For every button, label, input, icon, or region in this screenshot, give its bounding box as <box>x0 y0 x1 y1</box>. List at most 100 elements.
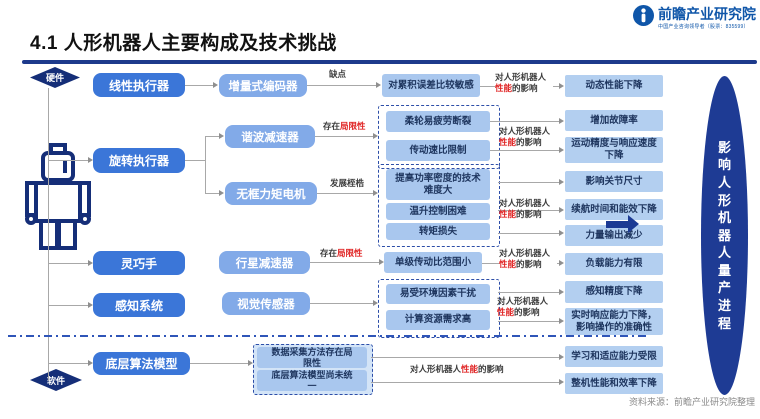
logo-name: 前瞻产业研究院 <box>658 5 756 22</box>
arrowhead <box>559 260 564 266</box>
result-load-capacity: 负载能力有限 <box>565 253 663 275</box>
arrowhead <box>559 179 564 185</box>
problem-thermal-control: 温升控制困难 <box>386 203 490 220</box>
connector <box>48 160 88 161</box>
problem-power-density: 提高功率密度的技术难度大 <box>386 169 490 200</box>
impact-label-4: 对人形机器人性能的影响 <box>499 248 557 271</box>
result-learning-adaptation: 学习和适应能力受限 <box>565 346 663 367</box>
connector <box>190 363 249 364</box>
page-title: 4.1 人形机器人主要构成及技术挑战 <box>30 33 337 54</box>
result-dynamic-performance: 动态性能下降 <box>565 75 663 97</box>
connector <box>205 136 206 194</box>
section-divider <box>8 335 650 337</box>
problem-accumulated-error: 对累积误差比较敏感 <box>382 74 480 97</box>
node-rotary-actuator: 旋转执行器 <box>93 148 185 173</box>
result-joint-size: 影响关节尺寸 <box>565 171 663 192</box>
connector <box>498 292 561 293</box>
impact-capsule: 影响人形机器人量产进程 <box>701 76 748 395</box>
node-vision-sensor: 视觉传感器 <box>222 292 310 315</box>
logo-person-icon <box>633 5 654 31</box>
problem-flexspline-fatigue: 柔轮易疲劳断裂 <box>386 111 490 132</box>
connector <box>185 85 213 86</box>
node-perception-system: 感知系统 <box>93 293 185 317</box>
connector <box>310 262 380 263</box>
arrowhead <box>559 207 564 213</box>
title-underline <box>22 60 757 64</box>
edge-label-limitation-1: 存在局限性 <box>323 121 366 131</box>
result-perception-accuracy: 感知精度下降 <box>565 281 663 303</box>
arrowhead <box>559 147 564 153</box>
arrowhead <box>248 360 253 366</box>
arrowhead <box>88 360 93 366</box>
trunk-line <box>48 88 49 381</box>
connector <box>205 193 219 194</box>
impact-label-5: 对人形机器人性能的影响 <box>497 296 549 318</box>
connector <box>310 303 374 304</box>
impact-label-2: 对人形机器人性能的影响 <box>499 126 551 148</box>
connector <box>48 363 88 364</box>
connector <box>490 121 561 122</box>
group-vision-issues <box>378 279 500 338</box>
impact-label-3: 对人形机器人性能的影响 <box>499 198 551 220</box>
node-frameless-torque-motor: 无框力矩电机 <box>225 182 317 205</box>
arrowhead <box>376 82 381 88</box>
arrowhead <box>559 289 564 295</box>
connector <box>498 321 561 322</box>
node-algorithm-model: 底层算法模型 <box>93 352 190 375</box>
logo-tagline: 中国产业咨询领导者（股票：835599） <box>658 23 749 30</box>
arrowhead <box>88 260 93 266</box>
arrowhead <box>559 230 564 236</box>
arrowhead <box>219 190 224 196</box>
arrowhead <box>559 118 564 124</box>
connector <box>48 263 88 264</box>
problem-single-stage-ratio: 单级传动比范围小 <box>384 252 482 273</box>
connector <box>315 136 373 137</box>
arrowhead <box>559 318 564 324</box>
result-failure-rate: 增加故障率 <box>565 110 663 131</box>
hardware-diamond: 硬件 <box>30 67 80 88</box>
connector <box>498 210 561 211</box>
node-dexterous-hand: 灵巧手 <box>93 251 185 275</box>
problem-model-not-unified: 底层算法模型尚未统一 <box>257 370 367 391</box>
connector <box>185 160 205 161</box>
brand-logo: 前瞻产业研究院 中国产业咨询领导者（股票：835599） <box>633 5 756 31</box>
problem-compute-demand: 计算资源需求高 <box>386 310 490 330</box>
result-realtime-response: 实时响应能力下降，影响操作的准确性 <box>565 308 663 335</box>
arrowhead <box>88 302 93 308</box>
arrowhead <box>559 83 564 89</box>
arrowhead <box>559 354 564 360</box>
arrowhead <box>219 133 224 139</box>
problem-torque-loss: 转矩损失 <box>386 223 490 240</box>
result-motion-precision: 运动精度与响应速度下降 <box>565 137 663 163</box>
arrowhead <box>373 300 378 306</box>
arrowhead <box>373 133 378 139</box>
robot-icon <box>24 143 92 256</box>
connector <box>498 233 561 234</box>
impact-label-6: 对人形机器人性能的影响 <box>410 364 504 374</box>
edge-label-drawback: 缺点 <box>329 69 347 79</box>
connector <box>205 136 219 137</box>
connector <box>498 182 561 183</box>
source-note: 资料来源：前瞻产业研究院整理 <box>628 397 755 407</box>
group-motor-issues <box>378 164 500 247</box>
result-overall-performance: 整机性能和效率下降 <box>565 373 663 394</box>
arrowhead <box>88 157 93 163</box>
connector <box>307 85 376 86</box>
node-linear-actuator: 线性执行器 <box>93 73 185 97</box>
impact-label-1: 对人形机器人性能的影响 <box>495 72 553 95</box>
node-planetary-reducer: 行星减速器 <box>219 251 310 274</box>
edge-label-shackles: 发展桎梏 <box>330 178 365 188</box>
result-endurance-efficiency: 续航时间和能效下降 <box>565 199 663 220</box>
problem-transmission-ratio-limit: 传动速比限制 <box>386 140 490 161</box>
arrowhead <box>559 379 564 385</box>
node-incremental-encoder: 增量式编码器 <box>219 74 307 97</box>
arrowhead <box>373 190 378 196</box>
node-harmonic-reducer: 谐波减速器 <box>225 125 315 148</box>
problem-environment-interference: 易受环境因素干扰 <box>386 284 490 304</box>
edge-label-limitation-2: 存在局限性 <box>320 248 363 258</box>
big-right-arrow-icon <box>606 215 640 234</box>
connector <box>371 357 559 358</box>
connector <box>317 193 373 194</box>
arrowhead <box>379 259 384 265</box>
